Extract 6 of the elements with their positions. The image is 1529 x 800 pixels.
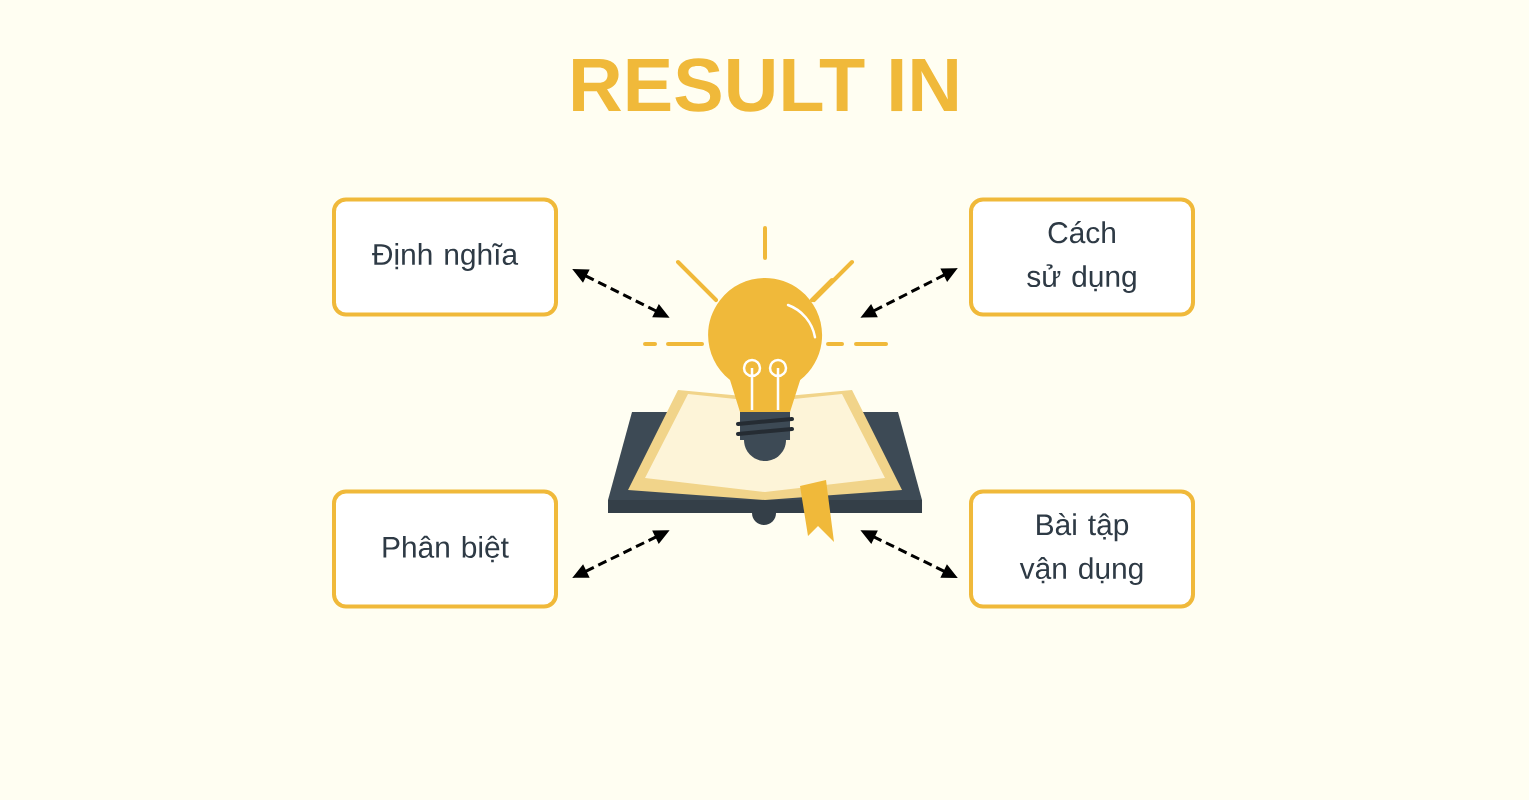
text-box: Phân biệt	[332, 489, 558, 609]
text-box: Bài tập vận dụng	[969, 489, 1195, 609]
text-box: Định nghĩa	[332, 197, 558, 317]
text-box: Cách sử dụng	[969, 197, 1195, 317]
title: RESULT IN	[573, 58, 957, 112]
lightbulb-book-drawing	[608, 226, 922, 542]
